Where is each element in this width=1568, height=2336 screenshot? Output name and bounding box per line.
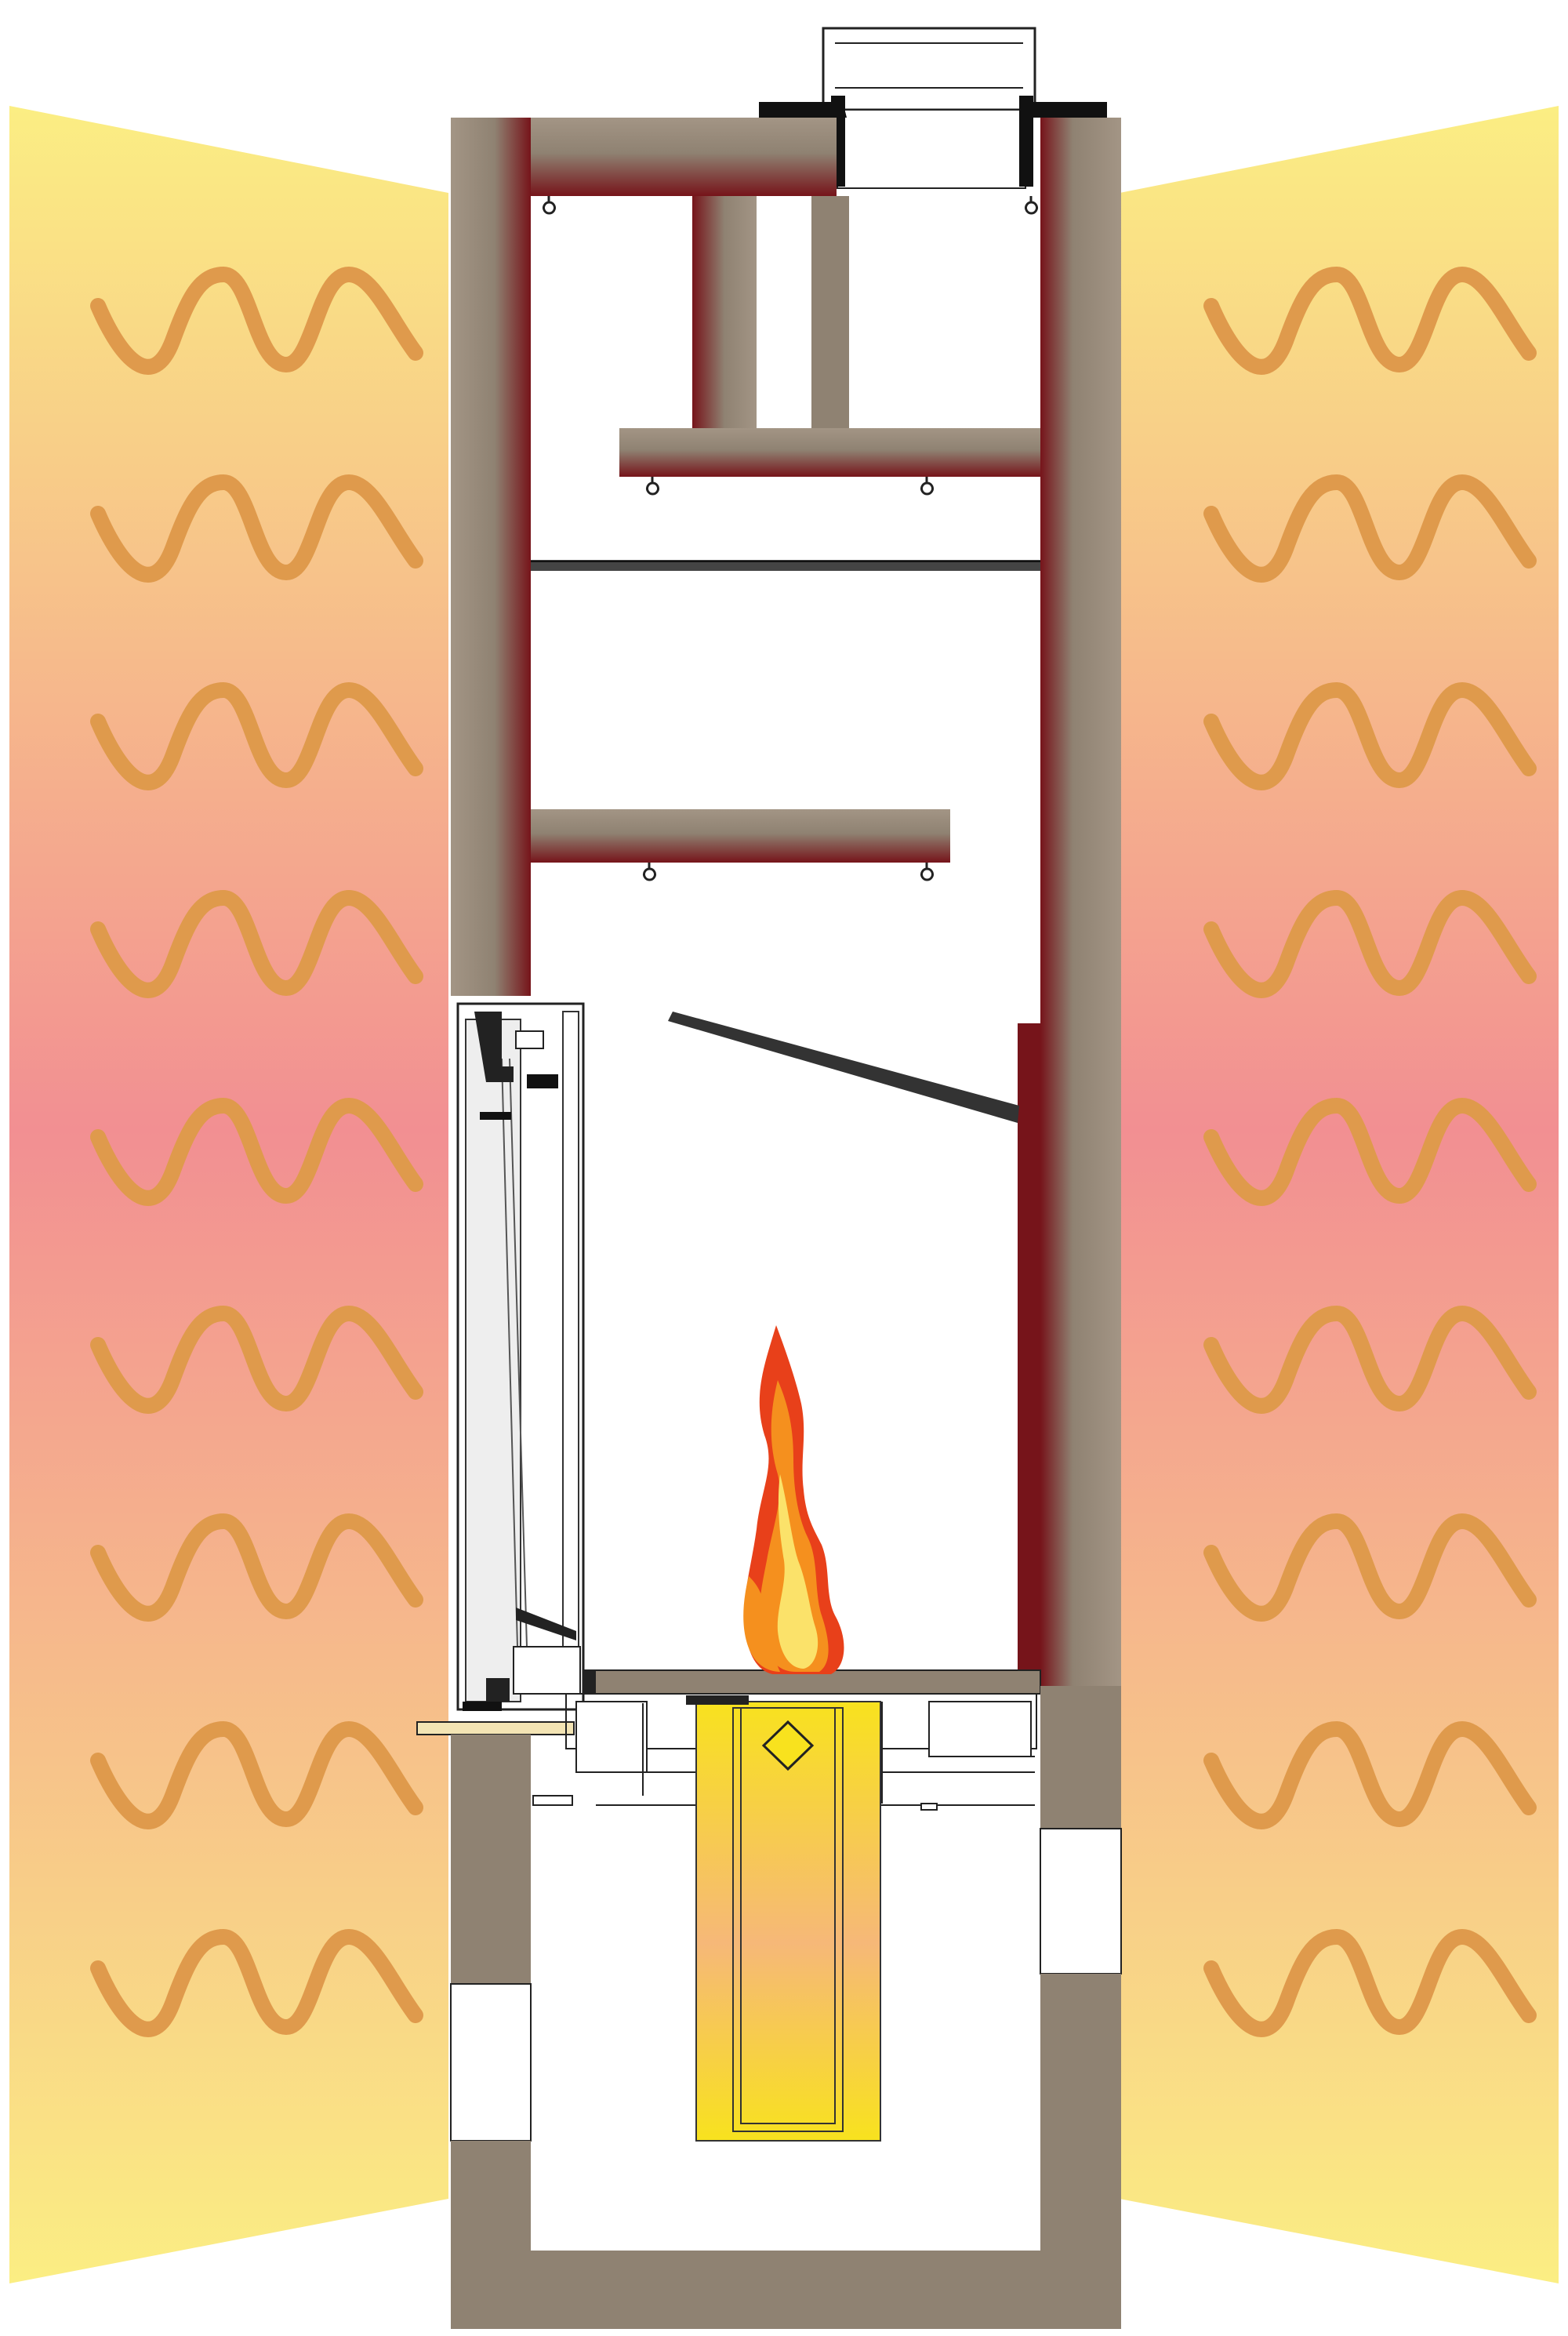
heat-wave bbox=[1203, 1928, 1537, 2037]
baffle-middle bbox=[531, 809, 950, 863]
center-vertical-channel bbox=[692, 196, 757, 431]
heat-wave bbox=[1203, 1513, 1537, 1622]
heat-wave bbox=[1203, 266, 1537, 375]
ash-drawer bbox=[686, 1695, 881, 2142]
heat-waves-right bbox=[1203, 266, 1537, 2037]
ledge bbox=[416, 1721, 575, 1735]
base-masonry bbox=[450, 1686, 1122, 2329]
heat-wave bbox=[90, 266, 423, 375]
steel-plate bbox=[531, 560, 1040, 571]
hook bbox=[920, 477, 934, 496]
heat-wave bbox=[1203, 1720, 1537, 1829]
hook bbox=[543, 196, 556, 215]
heat-wave bbox=[1203, 1305, 1537, 1414]
right-inner-liner bbox=[1018, 1023, 1040, 1686]
heat-wave bbox=[90, 474, 423, 583]
deflector-plate bbox=[668, 1012, 1019, 1123]
heat-wave bbox=[90, 1305, 423, 1414]
ash-drawer-handle bbox=[761, 1720, 815, 1771]
heat-wave bbox=[1203, 889, 1537, 998]
hook bbox=[920, 863, 934, 881]
heat-wave bbox=[90, 1720, 423, 1829]
center-vertical-rod bbox=[811, 196, 849, 431]
hook bbox=[1025, 196, 1038, 215]
heat-wave bbox=[1203, 681, 1537, 790]
baffle-hooks bbox=[543, 196, 1038, 881]
heat-waves-left bbox=[90, 266, 423, 2037]
grate-frame bbox=[532, 1693, 1037, 1811]
top-horizontal-channel bbox=[531, 118, 837, 196]
hook bbox=[643, 863, 656, 881]
baffle-upper bbox=[619, 428, 1040, 477]
flame-icon bbox=[743, 1325, 844, 1674]
heat-wave bbox=[90, 889, 423, 998]
heat-wave bbox=[1203, 474, 1537, 583]
left-upper-wall bbox=[451, 118, 531, 996]
glass-door bbox=[456, 1002, 585, 1711]
heat-wave bbox=[90, 681, 423, 790]
hook bbox=[646, 477, 659, 496]
heat-wave bbox=[1203, 1097, 1537, 1206]
heat-wave bbox=[90, 1928, 423, 2037]
heat-wave bbox=[90, 1513, 423, 1622]
right-wall bbox=[1040, 118, 1121, 1686]
heat-wave bbox=[90, 1097, 423, 1206]
